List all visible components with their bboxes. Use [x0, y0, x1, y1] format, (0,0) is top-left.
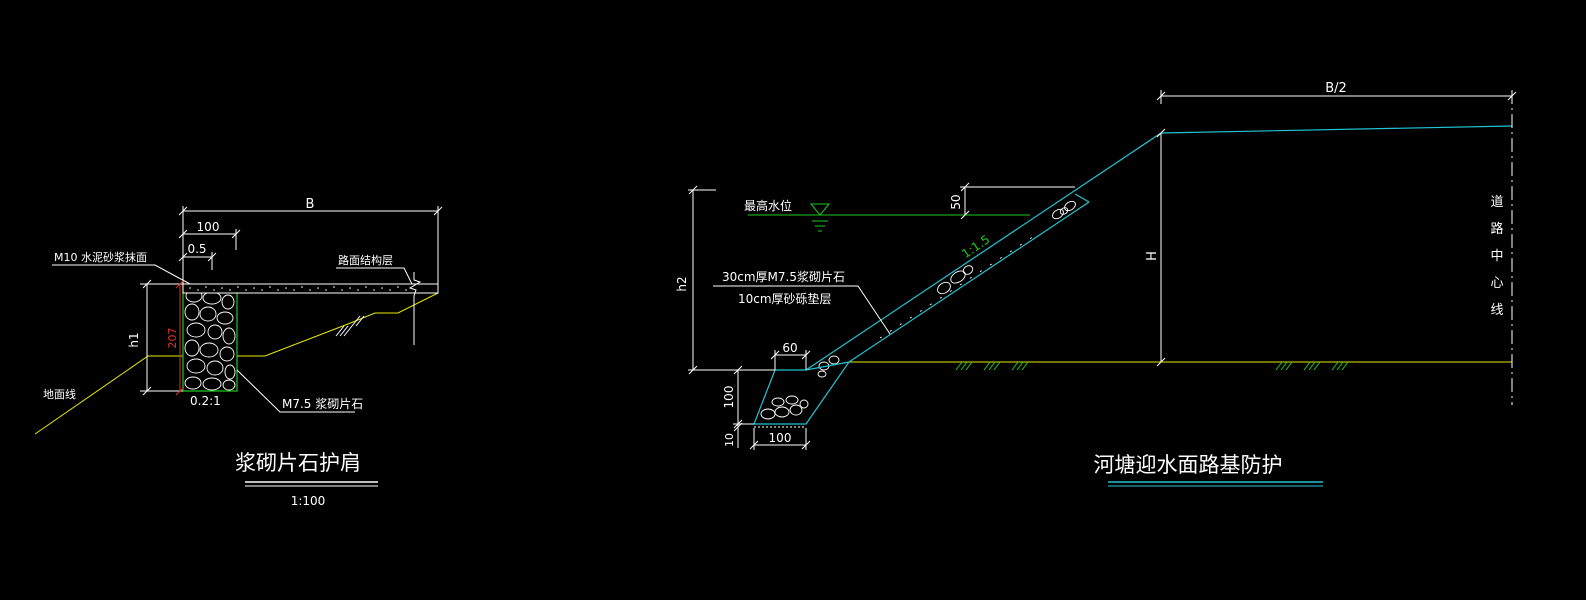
right-toe-foundation	[753, 361, 851, 425]
right-center-line-label: 道 路 中 心 线	[1490, 195, 1503, 318]
center-line-char-2: 路	[1490, 221, 1503, 237]
right-dim-h-label: H	[1145, 251, 1160, 261]
right-dim-100h	[749, 428, 811, 450]
left-dim-b	[178, 206, 443, 284]
left-ground-hatch	[335, 315, 365, 337]
left-dim-05-label: 0.5	[187, 242, 206, 256]
right-dim-60-label: 60	[782, 341, 797, 355]
left-dim-207-label: 207	[166, 328, 179, 349]
left-dim-207	[175, 279, 185, 396]
right-embankment-outline	[805, 125, 1513, 371]
center-line-char-1: 道	[1490, 195, 1503, 210]
left-scale: 1:100	[291, 494, 326, 508]
right-dim-100v-label: 100	[722, 386, 736, 409]
left-title: 浆砌片石护肩	[235, 451, 361, 475]
right-label-cushion: 10cm厚砂砾垫层	[738, 291, 832, 306]
right-dim-h2-label: h2	[675, 276, 689, 291]
right-title: 河塘迎水面路基防护	[1094, 453, 1283, 477]
right-grass-marks	[955, 361, 1349, 371]
left-ground-line-right	[237, 292, 439, 357]
right-stone-layer-top	[1074, 193, 1090, 203]
left-label-m75: M7.5 浆砌片石	[282, 396, 363, 411]
right-leader-stone	[713, 285, 891, 335]
left-pavement-texture	[189, 286, 407, 291]
right-dim-100h-label: 100	[769, 431, 792, 445]
left-slope-ratio: 0.2:1	[190, 394, 221, 408]
left-dim-100-label: 100	[197, 220, 220, 234]
right-water-symbol	[809, 203, 831, 232]
left-leader-m10	[52, 264, 191, 285]
left-leader-m75	[236, 369, 355, 413]
left-drawing: B 100 0.5 h1	[34, 197, 443, 508]
right-dim-100v	[733, 365, 754, 448]
right-dim-50	[960, 182, 1075, 220]
left-label-ground: 地面线	[43, 387, 76, 401]
right-dim-50-label: 50	[949, 194, 963, 209]
right-drawing: 最高水位 50 1:1.5 h2 30cm厚M7.5浆砌片石 10cm厚砂砾垫层	[675, 81, 1517, 487]
left-masonry-stones	[184, 289, 236, 391]
right-dim-h2	[688, 185, 775, 375]
left-label-m10: M10 水泥砂浆抹面	[54, 250, 147, 264]
left-dim-h1	[140, 279, 183, 396]
center-line-char-5: 线	[1490, 303, 1503, 318]
right-label-water: 最高水位	[744, 198, 792, 213]
left-label-pavement: 路面结构层	[338, 253, 393, 267]
right-label-stone: 30cm厚M7.5浆砌片石	[722, 269, 845, 284]
left-dim-05	[178, 252, 217, 270]
left-dim-b-label: B	[306, 197, 315, 212]
left-break-line	[408, 272, 422, 345]
right-slope-stones	[817, 200, 1076, 378]
left-leader-pavement	[336, 267, 413, 285]
right-stone-layer-line	[848, 201, 1090, 363]
center-line-char-4: 心	[1490, 276, 1503, 291]
left-dim-100	[178, 229, 241, 250]
right-dim-h	[1156, 128, 1166, 367]
center-line-char-3: 中	[1490, 249, 1503, 264]
right-dim-60	[770, 350, 811, 370]
right-toe-stones	[760, 395, 809, 420]
left-ground-line	[34, 355, 183, 435]
left-dim-h1-label: h1	[127, 332, 141, 347]
right-dim-10-label: 10	[723, 433, 736, 447]
right-dim-b2-label: B/2	[1325, 81, 1347, 96]
left-pavement-layer	[182, 283, 439, 294]
